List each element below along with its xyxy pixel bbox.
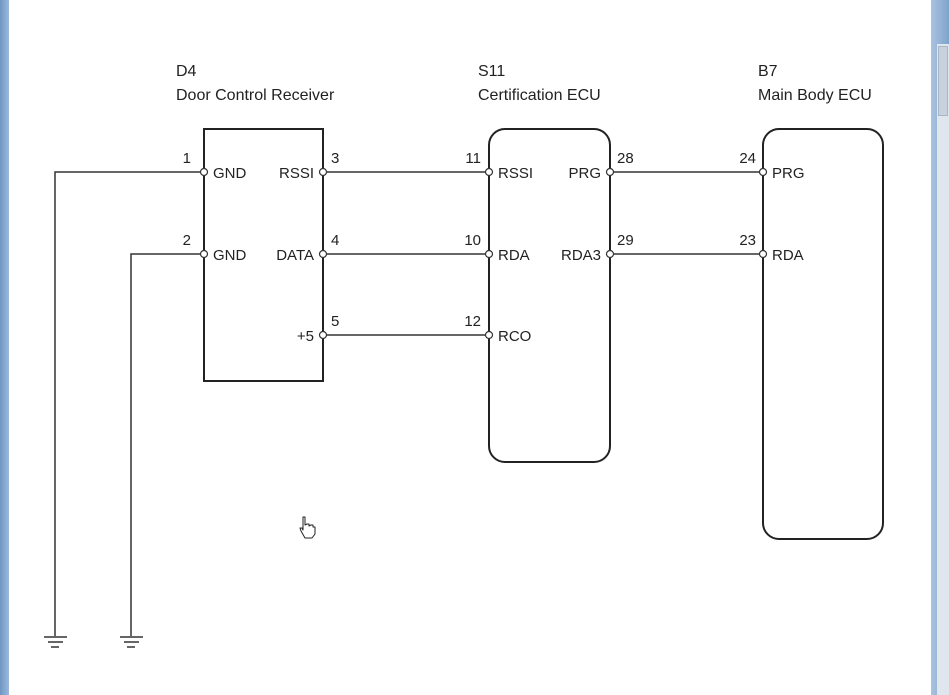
s11-pin-label-rco: RCO [498,328,531,345]
d4-pin-num-2: 2 [183,232,191,249]
s11-pin-num-11: 11 [465,150,481,167]
d4-pin-label-gnd-1: GND [213,165,247,182]
s11-pin-label-rda3: RDA3 [561,247,601,264]
scrollbar-thumb[interactable] [938,46,948,116]
scrollbar-track[interactable] [937,44,949,695]
s11-terminal-11 [484,167,494,177]
d4-pin-label-rssi: RSSI [279,165,314,182]
s11-pin-label-rda: RDA [498,247,530,264]
s11-terminal-29 [605,249,615,259]
hand-cursor-icon [299,516,316,539]
d4-pin-num-1: 1 [183,150,191,167]
d4-pin-label-gnd-2: GND [213,247,247,264]
s11-name: Certification ECU [478,87,601,104]
s11-pin-label-prg: PRG [568,165,601,182]
s11-pin-num-28: 28 [617,150,634,167]
s11-terminal-10 [484,249,494,259]
s11-pin-label-rssi: RSSI [498,165,533,182]
d4-ref: D4 [176,63,197,80]
ground-symbol-1 [44,636,67,648]
d4-terminal-3 [318,167,328,177]
b7-pin-num-24: 24 [739,150,756,167]
s11-terminal-12 [484,330,494,340]
s11-pin-num-10: 10 [464,232,481,249]
b7-terminal-23 [758,249,768,259]
b7-ref: B7 [758,63,778,80]
d4-terminal-1 [199,167,209,177]
s11-pin-num-29: 29 [617,232,634,249]
b7-pin-label-rda: RDA [772,247,804,264]
d4-pin-label-data: DATA [276,247,314,264]
d4-pin-label-5v: +5 [297,328,314,345]
b7-name: Main Body ECU [758,87,872,104]
s11-terminal-28 [605,167,615,177]
d4-connector-box [203,128,324,382]
d4-terminal-2 [199,249,209,259]
window-frame-left [0,0,9,695]
b7-terminal-24 [758,167,768,177]
ground-wire-1 [54,171,203,636]
s11-ref: S11 [478,63,505,80]
ground-symbol-2 [120,636,143,648]
d4-pin-num-3: 3 [331,150,339,167]
ground-wire-2 [130,253,203,636]
s11-pin-num-12: 12 [464,313,481,330]
b7-connector-box [762,128,884,540]
s11-connector-box [488,128,611,463]
b7-pin-num-23: 23 [739,232,756,249]
d4-pin-num-5: 5 [331,313,339,330]
d4-name: Door Control Receiver [176,87,335,104]
d4-terminal-5 [318,330,328,340]
d4-terminal-4 [318,249,328,259]
d4-pin-num-4: 4 [331,232,339,249]
b7-pin-label-prg: PRG [772,165,805,182]
